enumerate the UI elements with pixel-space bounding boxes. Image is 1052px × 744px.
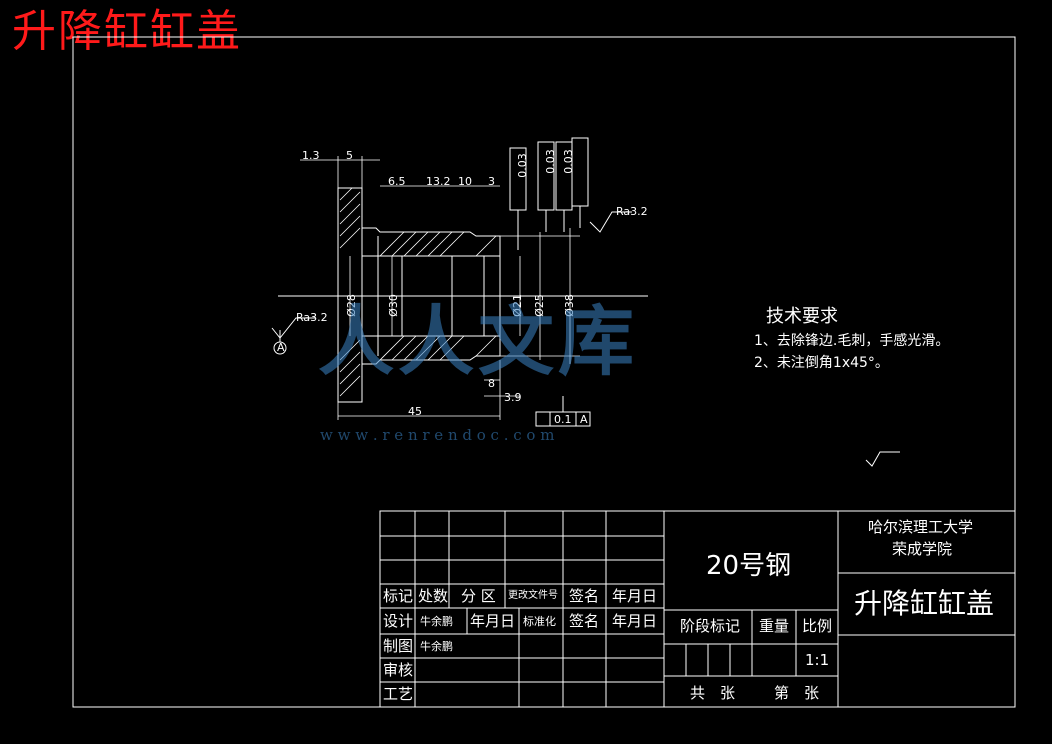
tech-title: 技术要求: [766, 306, 838, 327]
college: 荣成学院: [892, 540, 953, 558]
drawer-name: 牛余鹏: [420, 640, 453, 653]
watermark-brand: 人人文库: [318, 297, 638, 386]
part-name: 升降缸缸盖: [854, 587, 995, 620]
label-review: 审核: [383, 661, 414, 679]
label-sign-2: 签名: [569, 612, 600, 630]
page-title: 升降缸缸盖: [12, 6, 242, 57]
dim-6-5: 6.5: [388, 175, 406, 188]
label-date-3: 年月日: [612, 612, 658, 630]
label-total: 共: [690, 684, 706, 702]
watermark-url: w w w . r e n r e n d o c . c o m: [320, 426, 555, 444]
scale-value: 1:1: [805, 651, 830, 669]
part-outline: [337, 187, 501, 403]
flatness-value: 0.1: [554, 413, 572, 426]
roughness-left: Ra3.2: [296, 311, 328, 324]
label-sheets: 张: [720, 684, 736, 702]
title-block-grid: [379, 510, 1016, 708]
university: 哈尔滨理工大学: [868, 518, 974, 536]
designer-name: 牛余鹏: [420, 615, 453, 628]
datum-label: A: [580, 413, 588, 426]
label-standard: 标准化: [523, 615, 556, 628]
dimension-lines: [300, 156, 580, 420]
dim-3-9: 3.9: [504, 391, 522, 404]
datum-symbol: A: [277, 341, 285, 354]
dim-3: 3: [488, 175, 495, 188]
label-change-doc: 更改文件号: [508, 590, 558, 601]
roughness-right: Ra3.2: [616, 205, 648, 218]
label-weight: 重量: [759, 617, 790, 635]
label-draw: 制图: [383, 637, 414, 655]
tech-item-2: 2、未注倒角1x45°。: [754, 355, 889, 371]
tolerance-3: 0.03: [561, 149, 575, 174]
label-sheet-2: 张: [804, 684, 820, 702]
dim-13-2: 13.2: [426, 175, 451, 188]
dim-5: 5: [346, 149, 353, 162]
label-zone: 分 区: [461, 587, 496, 605]
tolerance-1: 0.03: [515, 153, 529, 178]
dim-1-3: 1.3: [302, 149, 320, 162]
label-stage: 阶段标记: [680, 617, 741, 635]
label-sheet-no: 第: [774, 684, 790, 702]
label-date: 年月日: [612, 587, 658, 605]
label-design: 设计: [383, 612, 414, 630]
tolerance-2: 0.03: [543, 149, 557, 174]
tech-item-1: 1、去除锋边.毛刺，手感光滑。: [754, 333, 950, 349]
label-sign: 签名: [569, 587, 600, 605]
tolerance-frames: [271, 137, 900, 467]
material: 20号钢: [706, 551, 792, 581]
dim-10: 10: [458, 175, 472, 188]
hatching: [339, 187, 497, 397]
dim-45: 45: [408, 405, 422, 418]
label-process: 工艺: [383, 685, 414, 703]
label-mark: 标记: [383, 587, 414, 605]
label-count: 处数: [418, 587, 449, 605]
label-date-2: 年月日: [470, 612, 516, 630]
label-scale: 比例: [802, 617, 833, 635]
dim-8: 8: [488, 377, 495, 390]
